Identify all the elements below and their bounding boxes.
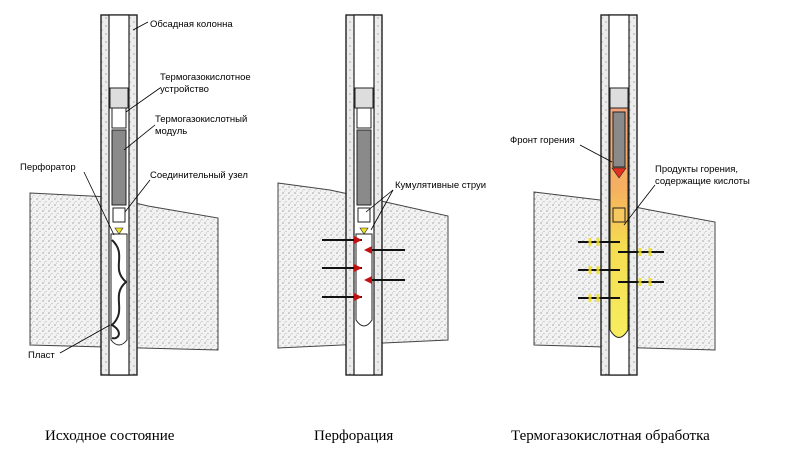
shaped-charge-top xyxy=(359,227,369,235)
label-device-2: устройство xyxy=(160,84,209,95)
cumulative-jets xyxy=(322,236,405,301)
charge-spiral xyxy=(110,239,128,340)
label-device-1: Термогазокислотное xyxy=(160,72,251,83)
label-joint: Соединительный узел xyxy=(150,170,248,181)
shaped-charge-top xyxy=(114,227,124,235)
device-cap xyxy=(111,107,127,129)
caption-initial-state: Исходное состояние xyxy=(45,428,175,444)
label-front: Фронт горения xyxy=(510,135,575,146)
device-head xyxy=(609,87,629,109)
perforator-body xyxy=(110,233,128,346)
label-perforator: Перфоратор xyxy=(20,162,76,173)
remaining-charge xyxy=(612,111,626,168)
connecting-joint xyxy=(112,207,126,223)
thermo-module xyxy=(111,129,127,206)
label-formation: Пласт xyxy=(28,350,55,361)
device-head xyxy=(109,87,129,109)
device-head xyxy=(354,87,374,109)
thermo-module xyxy=(356,129,372,206)
label-module-1: Термогазокислотный xyxy=(155,114,247,125)
label-casing: Обсадная колонна xyxy=(150,19,233,30)
label-products-2: содержащие кислоты xyxy=(655,176,750,187)
combustion-front xyxy=(611,167,627,179)
label-products-1: Продукты горения, xyxy=(655,164,738,175)
panel-initial-state: Обсадная колонна Термогазокислотное устр… xyxy=(20,14,251,376)
label-jets: Кумулятивные струи xyxy=(395,180,486,191)
caption-treatment: Термогазокислотная обработка xyxy=(511,428,710,444)
caption-perforation: Перфорация xyxy=(314,428,394,444)
panel-perforation: Кумулятивные струи xyxy=(277,14,486,376)
label-module-2: модуль xyxy=(155,126,187,137)
panel-treatment: Фронт горения Продукты горения, содержащ… xyxy=(510,14,750,376)
acid-channels xyxy=(578,238,664,302)
connecting-joint xyxy=(612,207,626,223)
device-cap xyxy=(356,107,372,129)
